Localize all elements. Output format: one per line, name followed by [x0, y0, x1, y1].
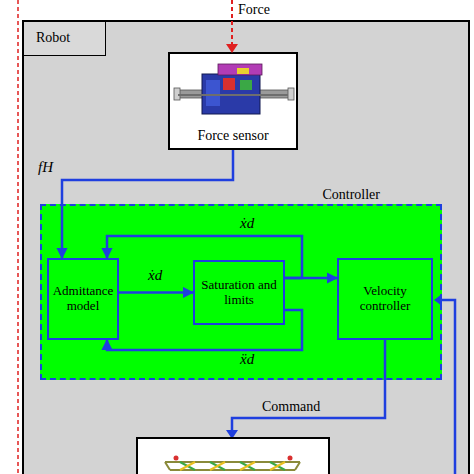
label-holder: ẋd	[148, 266, 162, 284]
signal-name: Command	[262, 399, 320, 415]
boundary-line	[17, 0, 19, 474]
feedback-wire	[442, 300, 455, 474]
signal-connector	[119, 291, 193, 294]
box-label: Saturation and limits	[198, 278, 280, 308]
process-box: Admittance model	[47, 258, 119, 340]
text-holder: Saturation and limits	[195, 262, 283, 323]
signal-name: ẍd	[240, 351, 254, 368]
heading-label: Robot	[36, 30, 70, 46]
signal-connector	[107, 310, 302, 350]
text-holder: Controller	[322, 185, 380, 203]
signal-connector	[62, 150, 233, 258]
command-arrowhead	[226, 430, 238, 439]
box-label: Velocity controller	[342, 284, 428, 314]
robot-box	[137, 438, 329, 474]
feedback-arrowhead	[434, 294, 442, 306]
sensor-box: Force sensor	[168, 52, 298, 150]
signal-name: fH	[38, 159, 53, 176]
label-holder: Command	[262, 397, 320, 415]
label-holder: Force	[238, 0, 270, 18]
robot-region: RobotForce sensorControllerAdmittance mo…	[22, 20, 470, 474]
box-label: Admittance model	[52, 284, 114, 314]
process-box: Saturation and limits	[193, 260, 285, 325]
command-wire	[232, 340, 385, 431]
robot-frame-drawing	[165, 456, 300, 471]
text-holder: Admittance model	[49, 260, 117, 338]
label-holder: ẍd	[240, 350, 254, 368]
signal-name: ẋd	[148, 267, 162, 284]
label-holder: ẋd	[240, 214, 254, 232]
label-holder: fH	[38, 158, 53, 176]
force-arrowhead	[226, 44, 238, 53]
signal-name: Force	[238, 2, 270, 18]
force-line	[231, 0, 233, 45]
text-holder: Force sensor	[170, 126, 296, 144]
signal-connector	[285, 277, 337, 280]
signal-connector	[107, 236, 302, 278]
ball-screw-drawing	[174, 64, 294, 114]
heading-label: Controller	[322, 187, 380, 203]
text-holder: Velocity controller	[339, 260, 431, 338]
signal-name: ẋd	[240, 215, 254, 232]
text-holder: Robot	[24, 22, 106, 56]
process-box: Velocity controller	[337, 258, 433, 340]
heading-label: Force sensor	[197, 128, 268, 144]
